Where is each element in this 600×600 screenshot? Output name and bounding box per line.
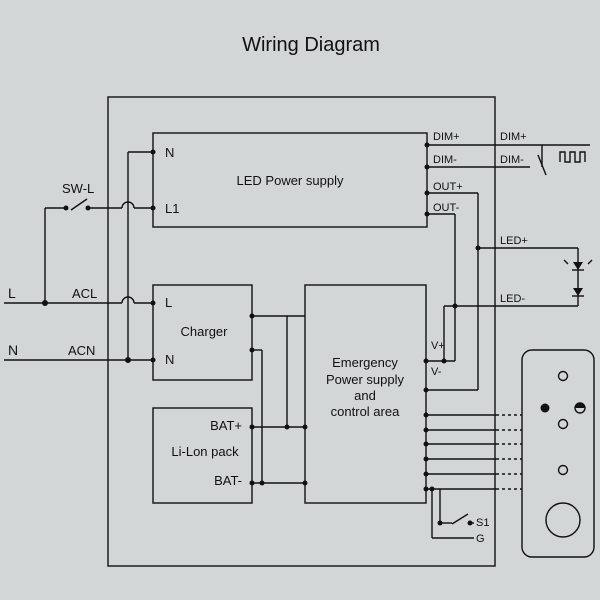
emergency-pin-v-minus: V- [431,366,442,378]
led-power-supply: LED Power supply N L1 DIM+ DIM- OUT+ OUT… [152,131,463,228]
led-ps-pin-n: N [165,145,174,160]
led-power-supply-label: LED Power supply [237,173,344,188]
led-icon [563,259,593,297]
battery-box [152,407,253,504]
mains-n-label: N [8,342,18,358]
mains-wiring [4,149,156,363]
output-led-plus-label: LED+ [500,235,528,247]
test-panel-icon [521,349,595,558]
output-wiring [423,142,590,393]
charger: Charger L N [152,284,253,381]
led-ps-pin-dim-plus: DIM+ [433,131,460,143]
led-ps-pin-dim-minus: DIM- [433,154,457,166]
mains-l-label: L [8,285,16,301]
test-switch-s1 [451,513,469,525]
emergency-label-line2: Power supply [326,372,405,387]
internal-wiring [249,313,308,486]
led-ps-pin-l1: L1 [165,201,179,216]
battery-pin-plus: BAT+ [210,418,242,433]
control-bus [423,412,522,539]
charger-pin-l: L [165,295,172,310]
led-ps-pin-out-plus: OUT+ [433,181,463,193]
output-led-minus-label: LED- [500,293,525,305]
led-ps-pin-out-minus: OUT- [433,202,460,214]
diagram-title: Wiring Diagram [242,34,380,56]
emergency-power-supply: Emergency Power supply and control area … [304,284,445,504]
emergency-pin-v-plus: V+ [431,340,445,352]
test-switch-s1-label: S1 [476,517,489,529]
switch-sw-l [70,198,88,211]
battery-pin-minus: BAT- [214,473,242,488]
charger-label: Charger [181,324,229,339]
battery-label: Li-Lon pack [171,444,239,459]
emergency-label-line1: Emergency [332,355,398,370]
battery-pack: Li-Lon pack BAT+ BAT- [152,407,253,504]
led-power-supply-box [152,132,428,228]
mains-acn-label: ACN [68,343,95,358]
charger-box [152,284,253,381]
switch-sw-l-label: SW-L [62,181,94,196]
output-dim-plus-label: DIM+ [500,131,527,143]
mains-acl-label: ACL [72,286,97,301]
enclosure [107,96,496,567]
charger-pin-n: N [165,352,174,367]
emergency-label-line3: and [354,388,376,403]
emergency-box [304,284,427,504]
output-dim-minus-label: DIM- [500,154,524,166]
test-switch-g-label: G [476,533,485,545]
dim-pulse-icon [537,145,586,176]
emergency-label-line4: control area [331,404,400,419]
